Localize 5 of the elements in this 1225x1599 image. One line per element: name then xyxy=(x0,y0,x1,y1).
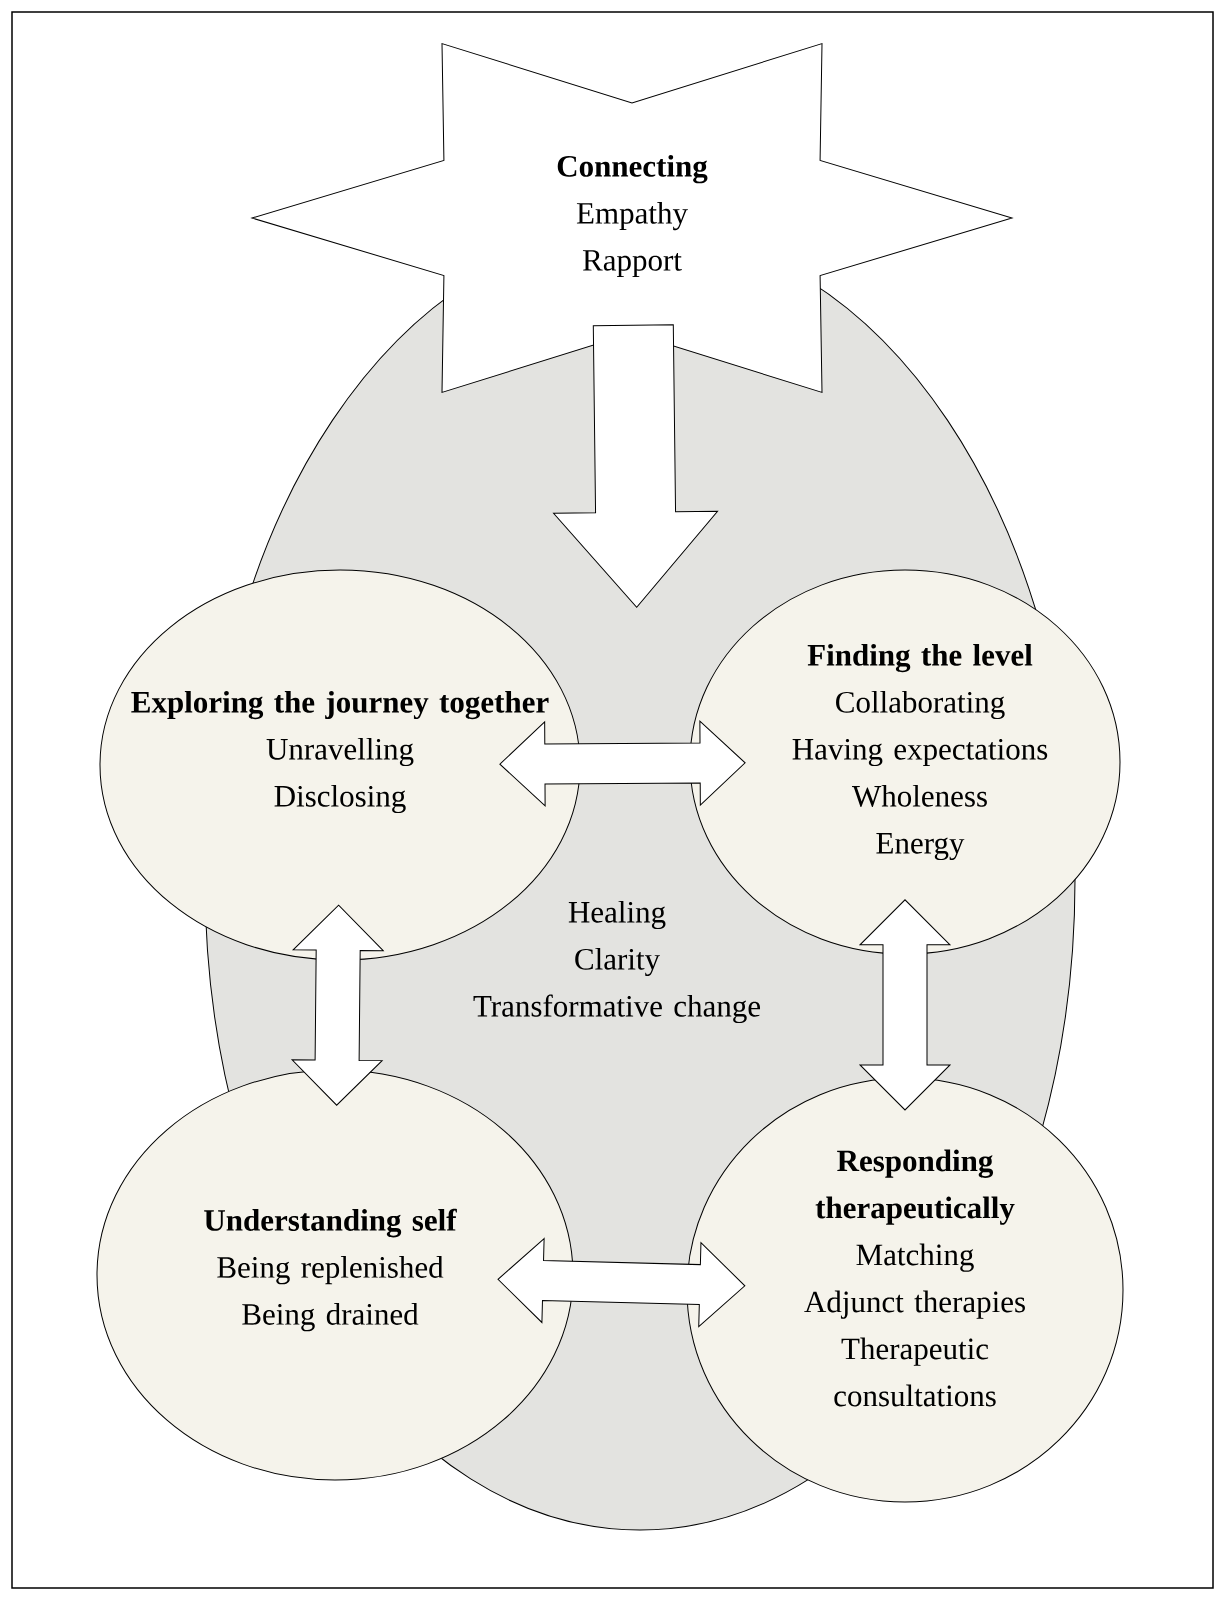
double-arrow xyxy=(859,899,951,1111)
double-arrow xyxy=(291,904,384,1106)
double-arrow xyxy=(497,1238,746,1328)
block-arrow xyxy=(553,324,719,608)
double-arrow xyxy=(499,720,746,807)
